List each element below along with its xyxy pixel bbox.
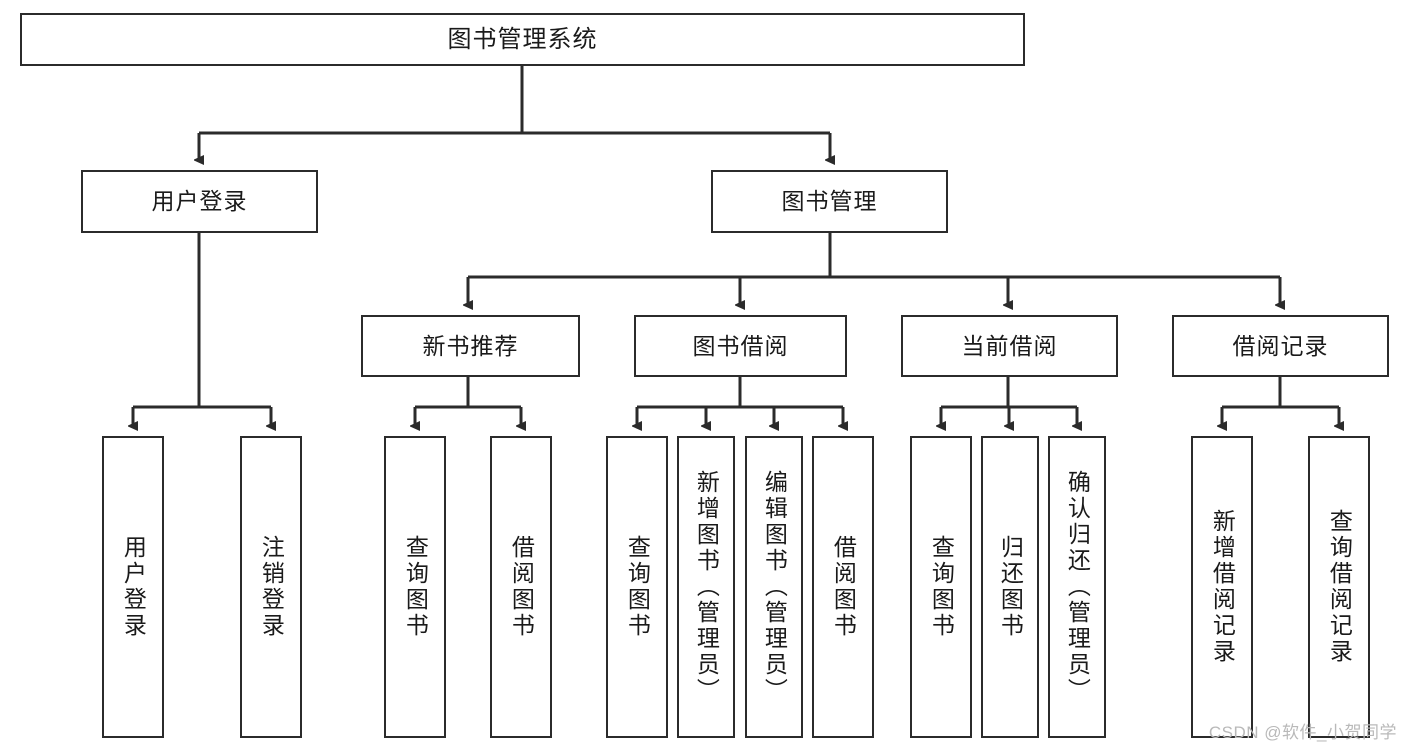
node-label: 新增图书（管理员） (693, 470, 720, 704)
leaf-query-book-3[interactable]: 查询图书 (910, 436, 972, 738)
leaf-edit-book-admin[interactable]: 编辑图书（管理员） (745, 436, 803, 738)
node-book-borrow[interactable]: 图书借阅 (634, 315, 847, 377)
leaf-query-borrow-record[interactable]: 查询借阅记录 (1308, 436, 1370, 738)
leaf-confirm-return-admin[interactable]: 确认归还（管理员） (1048, 436, 1106, 738)
leaf-add-borrow-record[interactable]: 新增借阅记录 (1191, 436, 1253, 738)
node-label: 确认归还（管理员） (1064, 470, 1091, 704)
leaf-borrow-book-1[interactable]: 借阅图书 (490, 436, 552, 738)
leaf-logout-login[interactable]: 注销登录 (240, 436, 302, 738)
node-label: 查询借阅记录 (1326, 509, 1353, 665)
node-label: 用户登录 (151, 188, 248, 215)
node-current-borrow[interactable]: 当前借阅 (901, 315, 1118, 377)
node-book-manage[interactable]: 图书管理 (711, 170, 948, 233)
node-root-system[interactable]: 图书管理系统 (20, 13, 1025, 66)
node-label: 图书借阅 (692, 332, 789, 359)
node-user-login[interactable]: 用户登录 (81, 170, 318, 233)
node-label: 查询图书 (624, 535, 651, 639)
node-label: 图书管理系统 (447, 25, 598, 53)
node-label: 新书推荐 (422, 332, 519, 359)
node-label: 归还图书 (997, 535, 1024, 639)
leaf-return-book[interactable]: 归还图书 (981, 436, 1039, 738)
node-label: 图书管理 (781, 188, 878, 215)
csdn-watermark: CSDN @软件_小贺同学 (1208, 723, 1397, 742)
node-label: 注销登录 (258, 535, 285, 639)
node-new-book-recommend[interactable]: 新书推荐 (361, 315, 580, 377)
leaf-add-book-admin[interactable]: 新增图书（管理员） (677, 436, 735, 738)
node-label: 编辑图书（管理员） (761, 470, 788, 704)
node-label: 用户登录 (120, 535, 147, 639)
node-borrow-record[interactable]: 借阅记录 (1172, 315, 1389, 377)
node-label: 新增借阅记录 (1209, 509, 1236, 665)
leaf-query-book-2[interactable]: 查询图书 (606, 436, 668, 738)
leaf-user-login[interactable]: 用户登录 (102, 436, 164, 738)
leaf-query-book-1[interactable]: 查询图书 (384, 436, 446, 738)
node-label: 借阅图书 (508, 535, 535, 639)
node-label: 当前借阅 (961, 332, 1058, 359)
leaf-borrow-book-2[interactable]: 借阅图书 (812, 436, 874, 738)
node-label: 借阅记录 (1232, 332, 1329, 359)
node-label: 借阅图书 (830, 535, 857, 639)
node-label: 查询图书 (402, 535, 429, 639)
node-label: 查询图书 (928, 535, 955, 639)
